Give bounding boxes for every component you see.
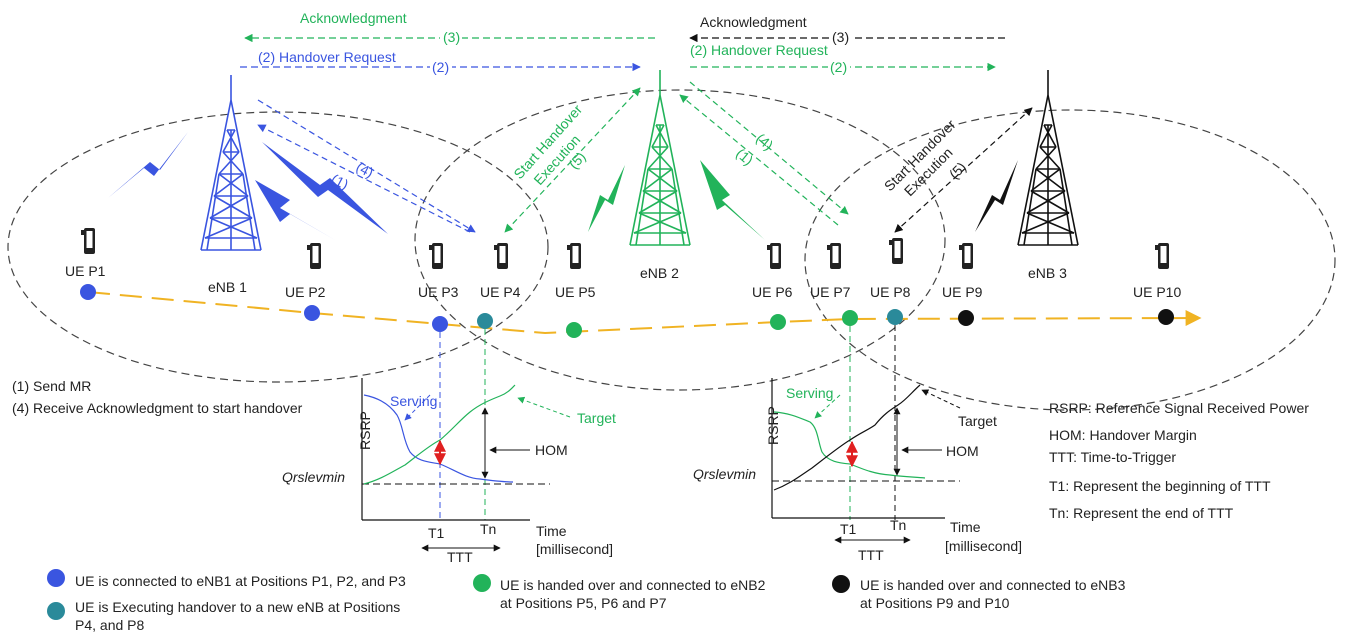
tn-label-right: Tn (890, 517, 906, 533)
legend-dot-blue (47, 569, 65, 587)
ue-label-p3: UE P3 (418, 284, 459, 300)
mr-arrow-1-right (679, 94, 839, 226)
legend-dot-teal (47, 602, 65, 620)
note-send-mr: (1) Send MR (12, 378, 91, 394)
def-rsrp: RSRP: Reference Signal Received Power (1049, 400, 1309, 416)
def-t1: T1: Represent the beginning of TTT (1049, 478, 1271, 494)
ack-label-left: Acknowledgment (300, 10, 407, 26)
step4-label-right: (4) (753, 130, 776, 153)
start-ho-arrow-enb3 (894, 107, 1033, 233)
t1-label-right: T1 (840, 521, 857, 537)
tower-label-enb2: eNB 2 (640, 265, 679, 281)
tower-label-enb3: eNB 3 (1028, 265, 1067, 281)
unit-label-right: [millisecond] (945, 538, 1022, 554)
coverage-enb2 (414, 89, 946, 391)
ue-label-p5: UE P5 (555, 284, 596, 300)
tower-icon-enb3 (1017, 69, 1079, 246)
time-label-right: Time (950, 519, 981, 535)
ue-dot-p2 (304, 305, 320, 321)
ue-movement-path (87, 291, 1202, 335)
ue-label-p10: UE P10 (1133, 284, 1181, 300)
t1-label-left: T1 (428, 525, 445, 541)
ho-request-label-right: (2) Handover Request (690, 42, 828, 58)
hom-label-right: HOM (946, 443, 979, 459)
ue-label-p7: UE P7 (810, 284, 851, 300)
rsrp-chart-right: RSRP Qrslevmin Serving Target HOM T1 Tn … (693, 378, 1022, 563)
hom-label-left: HOM (535, 442, 568, 458)
legend-text-green-2: at Positions P5, P6 and P7 (500, 595, 667, 611)
ue-label-p6: UE P6 (752, 284, 793, 300)
step4-label-left: (4) (354, 159, 377, 181)
legend-text-blue: UE is connected to eNB1 at Positions P1,… (75, 573, 406, 589)
ho-request-arrow-right: (2) Handover Request (2) (690, 42, 996, 75)
def-tn: Tn: Represent the end of TTT (1049, 505, 1234, 521)
qrs-label-right: Qrslevmin (693, 466, 756, 482)
serving-label-left: Serving (390, 393, 437, 409)
legend-text-teal-1: UE is Executing handover to a new eNB at… (75, 599, 401, 615)
ue-label-p9: UE P9 (942, 284, 983, 300)
tower-icon-enb1 (200, 74, 262, 251)
coverage-enb3 (804, 109, 1336, 411)
ho-request-label-left: (2) Handover Request (258, 49, 396, 65)
ue-label-p8: UE P8 (870, 284, 911, 300)
ue-dot-p7 (842, 310, 858, 326)
rsrp-ylabel-left: RSRP (357, 411, 373, 450)
ue-dot-p4 (477, 313, 493, 329)
ue-dot-p3 (432, 316, 448, 332)
phone-icon (81, 228, 1169, 269)
ack-arrow-4-right (689, 81, 849, 215)
ack-arrow-left: Acknowledgment (3) (244, 10, 655, 45)
def-ttt: TTT: Time-to-Trigger (1049, 449, 1176, 465)
rsrp-chart-left: RSRP Qrslevmin Serving Target HOM T1 Tn … (282, 378, 616, 565)
tn-label-left: Tn (480, 521, 496, 537)
target-label-left: Target (577, 410, 616, 426)
legend-dot-black (832, 575, 850, 593)
tower-label-enb1: eNB 1 (208, 279, 247, 295)
serving-label-right: Serving (786, 385, 833, 401)
ue-dot-p9 (958, 310, 974, 326)
legend-text-teal-2: P4, and P8 (75, 617, 145, 633)
step3-label-left: (3) (443, 29, 460, 45)
target-label-right: Target (958, 413, 997, 429)
lightning-icon (975, 160, 1018, 232)
def-hom: HOM: Handover Margin (1049, 427, 1197, 443)
ack-arrow-right: Acknowledgment (3) (689, 14, 1005, 45)
ue-dot-p8 (887, 309, 903, 325)
start-ho-arrow-enb2 (504, 87, 641, 233)
time-label-left: Time (536, 523, 567, 539)
ttt-label-right: TTT (858, 547, 884, 563)
ue-label-p4: UE P4 (480, 284, 521, 300)
ue-dot-p6 (770, 314, 786, 330)
ho-request-arrow-left: (2) Handover Request (2) (240, 49, 641, 75)
legend-text-black-2: at Positions P9 and P10 (860, 595, 1010, 611)
legend-dot-green (473, 574, 491, 592)
ue-dot-p10 (1158, 309, 1174, 325)
step2-label-left: (2) (432, 59, 449, 75)
note-receive-ack: (4) Receive Acknowledgment to start hand… (12, 400, 303, 416)
legend-text-green-1: UE is handed over and connected to eNB2 (500, 577, 766, 593)
step1-label-left: (1) (329, 171, 352, 193)
step5-label-enb3: (5) (946, 159, 969, 182)
ue-label-p1: UE P1 (65, 263, 106, 279)
legend-text-black-1: UE is handed over and connected to eNB3 (860, 577, 1126, 593)
lightning-icon (108, 132, 388, 240)
step2-label-right: (2) (830, 59, 847, 75)
ack-arrow-4-left (257, 99, 476, 233)
ue-dot-p5 (566, 322, 582, 338)
ue-label-p2: UE P2 (285, 284, 326, 300)
step3-label-right: (3) (832, 29, 849, 45)
ttt-label-left: TTT (447, 549, 473, 565)
unit-label-left: [millisecond] (536, 541, 613, 557)
qrs-label-left: Qrslevmin (282, 469, 345, 485)
ack-label-right: Acknowledgment (700, 14, 807, 30)
lightning-icon (588, 160, 765, 240)
rsrp-ylabel-right: RSRP (765, 406, 781, 445)
ue-dot-p1 (80, 284, 96, 300)
step1-label-right: (1) (733, 145, 756, 168)
